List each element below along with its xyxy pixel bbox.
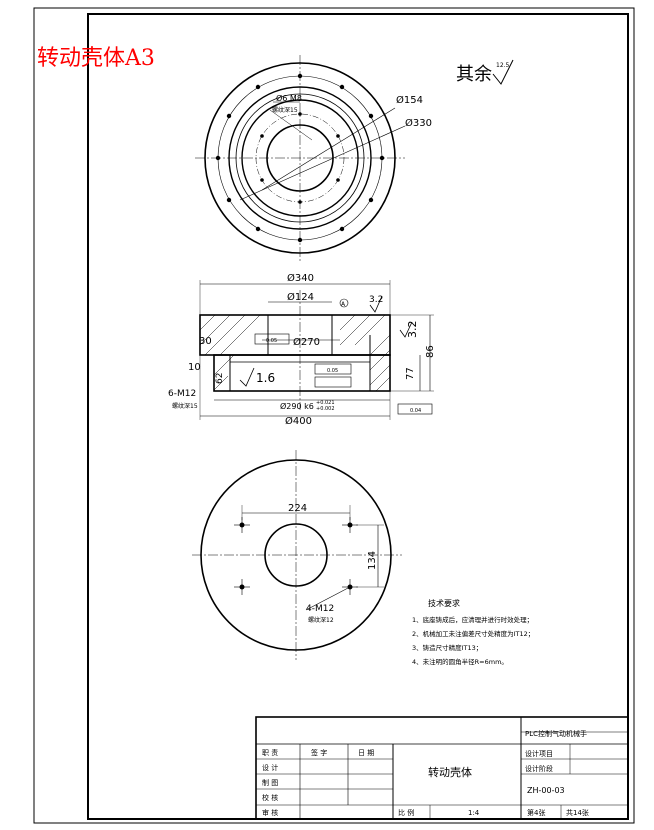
sec-fit-upper: +0.021 [316, 400, 335, 406]
tech-note-4: 4、未注明的圆角半径R=6mm。 [412, 657, 508, 666]
outer-frame [33, 7, 635, 824]
sec-gtol-2: 0.05 [327, 368, 338, 374]
sec-dim-30: 30 [199, 336, 212, 347]
tb-role-2: 设 计 [262, 763, 278, 772]
sec-dim-77: 77 [405, 367, 416, 380]
surface-finish-mark: 其余 12.5 [456, 59, 514, 85]
bot-thread-label: 4-M12 [306, 604, 334, 614]
tb-design-phase: 设计阶段 [525, 764, 553, 773]
sec-gtol-3: 0.04 [410, 408, 421, 414]
sec-dim-62: 62 [215, 373, 225, 384]
sec-dia-mid: Ø270 [293, 336, 320, 348]
sec-fit-lower: +0.002 [316, 406, 335, 412]
top-dia-outer: Ø330 [405, 117, 432, 129]
sec-dia-top: Ø340 [287, 272, 314, 284]
sec-dia-fit: Ø290 k6 [280, 401, 314, 411]
overlay-title: 转动壳体A3 [37, 46, 155, 71]
tb-role-3: 制 图 [262, 778, 278, 787]
bottom-view [192, 450, 402, 660]
bot-dim-134: 134 [367, 551, 378, 570]
sec-rough-32: 3.2 [369, 295, 383, 305]
tech-notes-title: 技术要求 [428, 598, 460, 608]
tb-col-sign: 签 字 [311, 748, 327, 757]
surface-finish-value: 12.5 [496, 62, 510, 69]
top-view [195, 55, 406, 262]
top-holes-label: Ø6 M8 [276, 93, 302, 103]
tb-part-name: 转动壳体 [428, 765, 472, 779]
surface-finish-label: 其余 [456, 64, 492, 85]
tech-note-2: 2、机械加工未注偏差尺寸处精度为IT12； [412, 629, 534, 638]
bot-thread-depth: 螺纹深12 [308, 616, 334, 624]
inner-frame [87, 13, 629, 820]
tb-design-item: 设计项目 [525, 749, 553, 758]
tech-note-1: 1、底座铸成后，应清理并进行时效处理； [412, 615, 533, 624]
sec-dia-bottom: Ø400 [285, 415, 312, 427]
tech-note-3: 3、铸造尺寸精度IT13； [412, 643, 482, 652]
tb-drawing-no: ZH-00-03 [527, 786, 565, 795]
sec-dim-86: 86 [425, 345, 436, 358]
bot-dim-224: 224 [288, 503, 307, 514]
title-block [255, 716, 629, 820]
tb-project: PLC控制气动机械手 [525, 729, 587, 738]
tb-role-4: 校 核 [262, 793, 278, 802]
tb-sheet: 第4张 [527, 808, 545, 817]
sec-rough-16: 1.6 [256, 371, 275, 385]
sec-dim-10: 10 [188, 362, 201, 373]
sec-thread-label: 6-M12 [168, 389, 196, 399]
sec-datum-a: A [341, 301, 346, 308]
top-holes-depth: 螺纹深15 [272, 106, 298, 114]
sec-rough-32b: 3.2 [406, 321, 419, 339]
top-dia-inner: Ø154 [396, 94, 423, 106]
sec-dia-bore: Ø124 [287, 291, 314, 303]
tech-notes: 技术要求 1、底座铸成后，应清理并进行时效处理； 2、机械加工未注偏差尺寸处精度… [412, 598, 534, 666]
tb-role-5: 审 核 [262, 808, 278, 817]
tb-scale-label: 比 例 [398, 808, 414, 817]
tb-col-date: 日 期 [358, 749, 374, 757]
sec-gtol-1: 0.05 [266, 338, 277, 344]
section-view [199, 280, 434, 420]
tb-scale-value: 1:4 [468, 809, 480, 817]
tb-role-1: 职 责 [262, 748, 278, 757]
tb-total: 共14张 [566, 808, 589, 817]
sec-thread-depth: 螺纹深15 [172, 402, 198, 410]
